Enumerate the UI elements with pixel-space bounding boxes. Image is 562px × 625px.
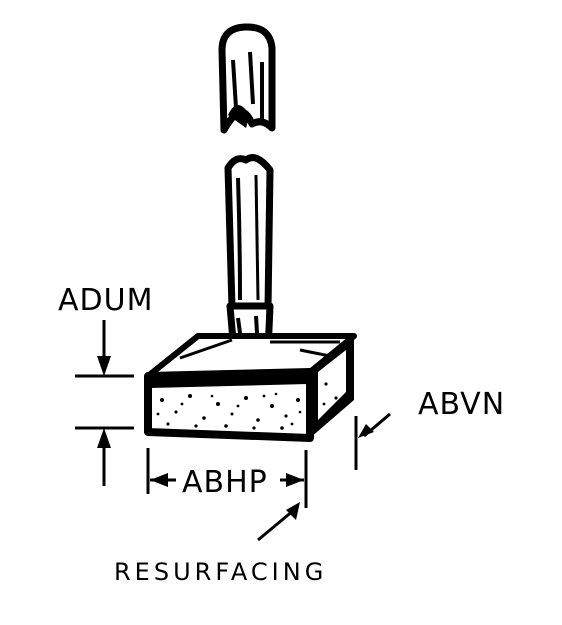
handle-top-piece [218, 23, 276, 134]
stone-texture [156, 382, 338, 430]
abvn-dimension [354, 412, 391, 470]
abrasive-stone [144, 333, 357, 442]
abhp-dimension [146, 448, 308, 508]
resurfacing-label: RESURFACING [114, 558, 327, 586]
adum-dimension [75, 320, 134, 486]
handle-shaft [224, 154, 274, 361]
abhp-label: ABHP [182, 465, 268, 500]
adum-label: ADUM [58, 283, 153, 318]
resurfacing-leader [257, 502, 300, 542]
abvn-label: ABVN [418, 387, 505, 422]
